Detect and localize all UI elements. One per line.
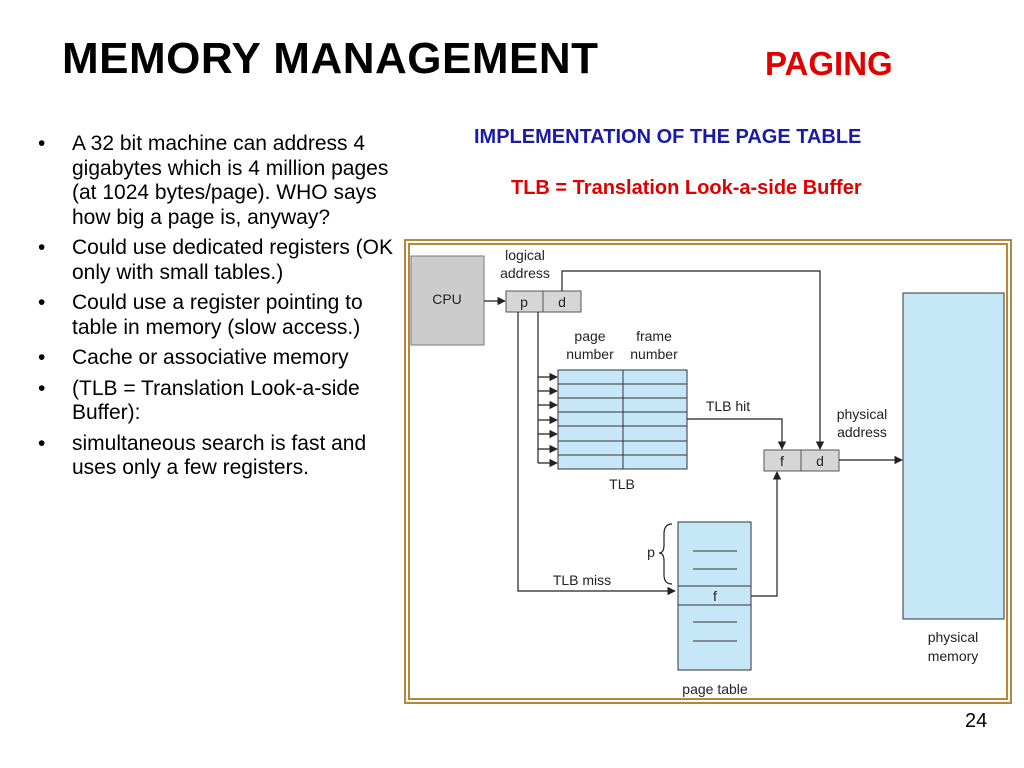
tlb-miss-label: TLB miss [553, 572, 611, 588]
bullet-item: • (TLB = Translation Look-a-side Buffer): [38, 377, 398, 426]
bullet-item: • simultaneous search is fast and uses o… [38, 432, 398, 481]
bullet-text: A 32 bit machine can address 4 gigabytes… [72, 132, 389, 229]
bullet-item: • A 32 bit machine can address 4 gigabyte… [38, 132, 398, 230]
bullet-marker: • [38, 132, 46, 155]
physical-memory-label-line2: memory [928, 648, 979, 664]
page-table-p-label: p [647, 544, 655, 560]
tlb-definition-heading: TLB = Translation Look-a-side Buffer [511, 177, 862, 199]
physical-memory-block [902, 292, 1005, 620]
cpu-label: CPU [432, 291, 462, 307]
bullet-item: • Could use dedicated registers (OK only … [38, 236, 398, 285]
logical-address-label-line1: logical [505, 247, 545, 263]
bullet-text: Cache or associative memory [72, 346, 349, 369]
page-number-header-line1: page [574, 328, 605, 344]
bullet-marker: • [38, 291, 46, 314]
physical-address-label-line1: physical [837, 406, 888, 422]
physical-address-label-line2: address [837, 424, 887, 440]
page-table-f-label: f [713, 588, 717, 604]
cpu-box [410, 255, 485, 346]
physical-f-label: f [780, 453, 784, 469]
page-table-frame-path [751, 471, 782, 597]
bullet-marker: • [38, 346, 46, 369]
slide-subtitle: PAGING [765, 45, 893, 82]
logical-d-label: d [558, 294, 566, 310]
offset-d-path [561, 270, 825, 450]
bullet-list: • A 32 bit machine can address 4 gigabyte… [38, 132, 398, 487]
physical-d-label: d [816, 453, 824, 469]
slide-page-number: 24 [965, 710, 988, 732]
bullet-marker: • [38, 236, 46, 259]
bullet-text: simultaneous search is fast and uses onl… [72, 431, 367, 480]
slide-title: MEMORY MANAGEMENT [62, 34, 599, 83]
tlb-hit-label: TLB hit [706, 398, 750, 414]
bullet-item: • Could use a register pointing to table … [38, 291, 398, 340]
tlb-label: TLB [609, 476, 635, 492]
bullet-text: (TLB = Translation Look-a-side Buffer): [72, 376, 360, 425]
page-number-header-line2: number [566, 346, 614, 362]
page-table-label: page table [682, 681, 748, 697]
tlb-miss-path [517, 312, 676, 596]
diagram-frame-outer [404, 239, 1012, 704]
bullet-marker: • [38, 431, 46, 455]
bullet-text: Could use dedicated registers (OK only w… [72, 236, 393, 284]
frame-number-header-line1: frame [636, 328, 672, 344]
logical-p-label: p [520, 294, 528, 310]
logical-address-label-line2: address [500, 265, 550, 281]
bullet-marker: • [38, 376, 46, 400]
tlb-hit-path [687, 418, 787, 450]
bullet-text: Could use a register pointing to table i… [72, 291, 363, 339]
implementation-heading: IMPLEMENTATION OF THE PAGE TABLE [474, 126, 862, 148]
physical-memory-label-line1: physical [928, 629, 979, 645]
bullet-item: • Cache or associative memory [38, 346, 398, 371]
frame-number-header-line2: number [630, 346, 678, 362]
page-table-brace [658, 523, 673, 585]
page-table-f-row [677, 585, 752, 606]
